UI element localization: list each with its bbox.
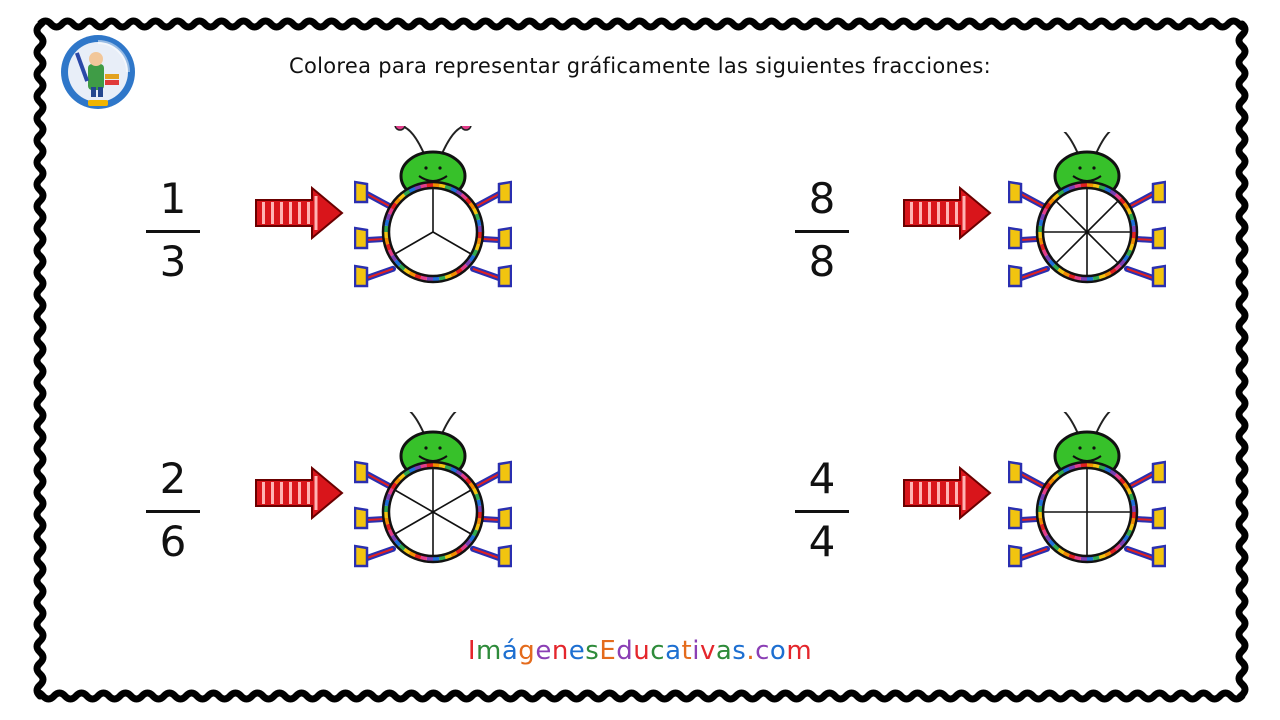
denominator: 3 [159, 237, 187, 286]
fraction-bar [146, 230, 200, 233]
brand-letter: t [681, 636, 693, 666]
ladybug-pie-1[interactable] [354, 126, 512, 292]
numerator: 8 [808, 174, 836, 223]
red-arrow-icon [255, 466, 344, 520]
numerator: 2 [159, 454, 187, 503]
brand-letter: a [665, 636, 682, 666]
fraction-bar [146, 510, 200, 513]
brand-letter: c [755, 636, 770, 666]
red-arrow-icon [255, 186, 344, 240]
brand-letter: m [476, 636, 502, 666]
brand-letter: d [616, 636, 634, 666]
brand-letter: e [568, 636, 586, 666]
fraction-8-8: 8 8 [787, 178, 857, 283]
brand-letter: s [585, 636, 600, 666]
fraction-bar [795, 230, 849, 233]
ladybug-pie-3[interactable] [354, 412, 512, 572]
fraction-bar [795, 510, 849, 513]
brand-letter: . [746, 636, 756, 666]
brand-letter: c [650, 636, 666, 666]
red-arrow-icon [903, 186, 992, 240]
denominator: 6 [159, 517, 187, 566]
brand-letter: s [732, 636, 747, 666]
numerator: 1 [159, 174, 187, 223]
numerator: 4 [808, 454, 836, 503]
logo-badge [58, 34, 140, 116]
brand-letter: g [518, 636, 536, 666]
denominator: 8 [808, 237, 836, 286]
brand-letter: I [467, 636, 477, 666]
instruction-title: Colorea para representar gráficamente la… [289, 54, 991, 78]
site-logo-icon [61, 35, 135, 109]
brand-letter: á [501, 636, 519, 666]
brand-letter: u [633, 636, 651, 666]
brand-letter: v [699, 636, 716, 666]
brand-letter: o [769, 636, 787, 666]
fraction-4-4: 4 4 [787, 458, 857, 563]
brand-letter: n [551, 636, 569, 666]
ladybug-pie-2[interactable] [1008, 132, 1166, 292]
brand-letter: i [692, 636, 700, 666]
brand-letter: e [535, 636, 552, 666]
red-arrow-icon [903, 466, 992, 520]
denominator: 4 [808, 517, 836, 566]
brand-letter: E [599, 636, 617, 666]
brand-letter: a [715, 636, 733, 666]
fraction-2-6: 2 6 [138, 458, 208, 563]
fraction-1-3: 1 3 [138, 178, 208, 283]
ladybug-pie-4[interactable] [1008, 412, 1166, 572]
brand-letter: m [786, 636, 813, 666]
site-footer-brand: ImágenesEducativas.com [0, 636, 1280, 666]
